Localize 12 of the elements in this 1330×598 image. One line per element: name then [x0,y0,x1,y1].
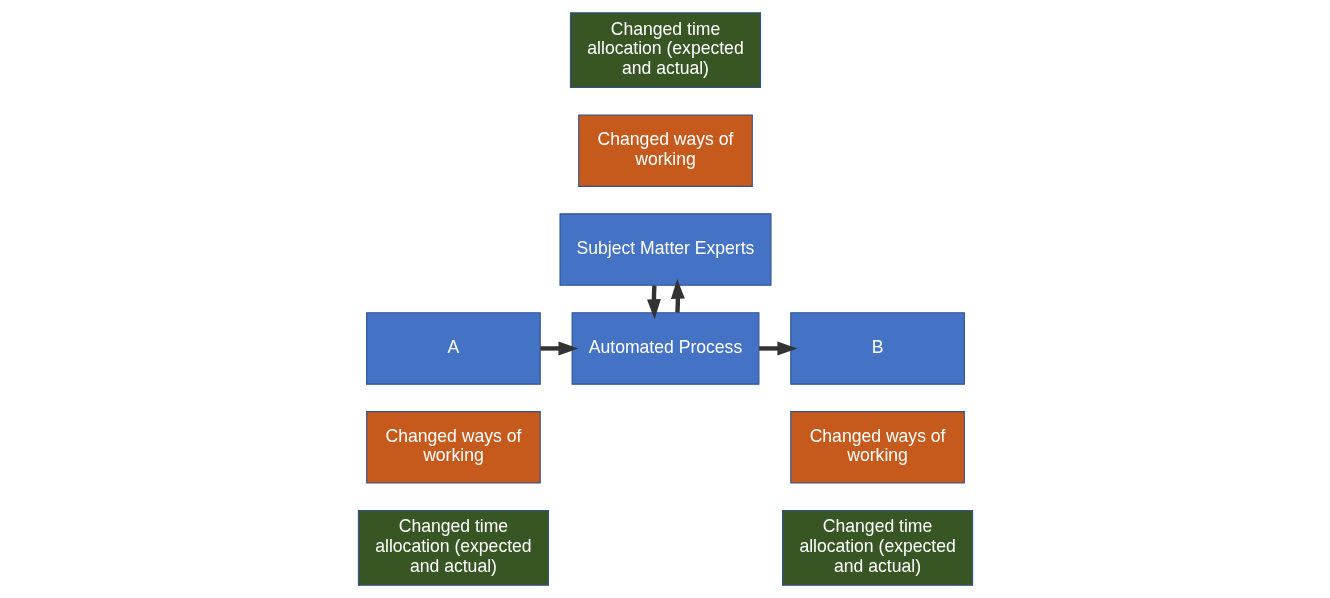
arrow [539,341,578,356]
node-box: B [789,312,965,385]
node-box: Subject Matter Experts [558,213,772,286]
arrow [758,341,797,356]
node-box: Changed time allocation (expected and actual) [357,509,549,586]
node-box: A [365,312,541,385]
node-box: Changed time allocation (expected and actual) [781,509,973,586]
node-box: Changed ways of working [577,114,753,187]
node-box: Changed ways of working [789,411,965,484]
node-box: Changed ways of working [365,411,541,484]
node-box: Automated Process [571,312,759,385]
node-box: Changed time allocation (expected and actual) [569,12,761,89]
